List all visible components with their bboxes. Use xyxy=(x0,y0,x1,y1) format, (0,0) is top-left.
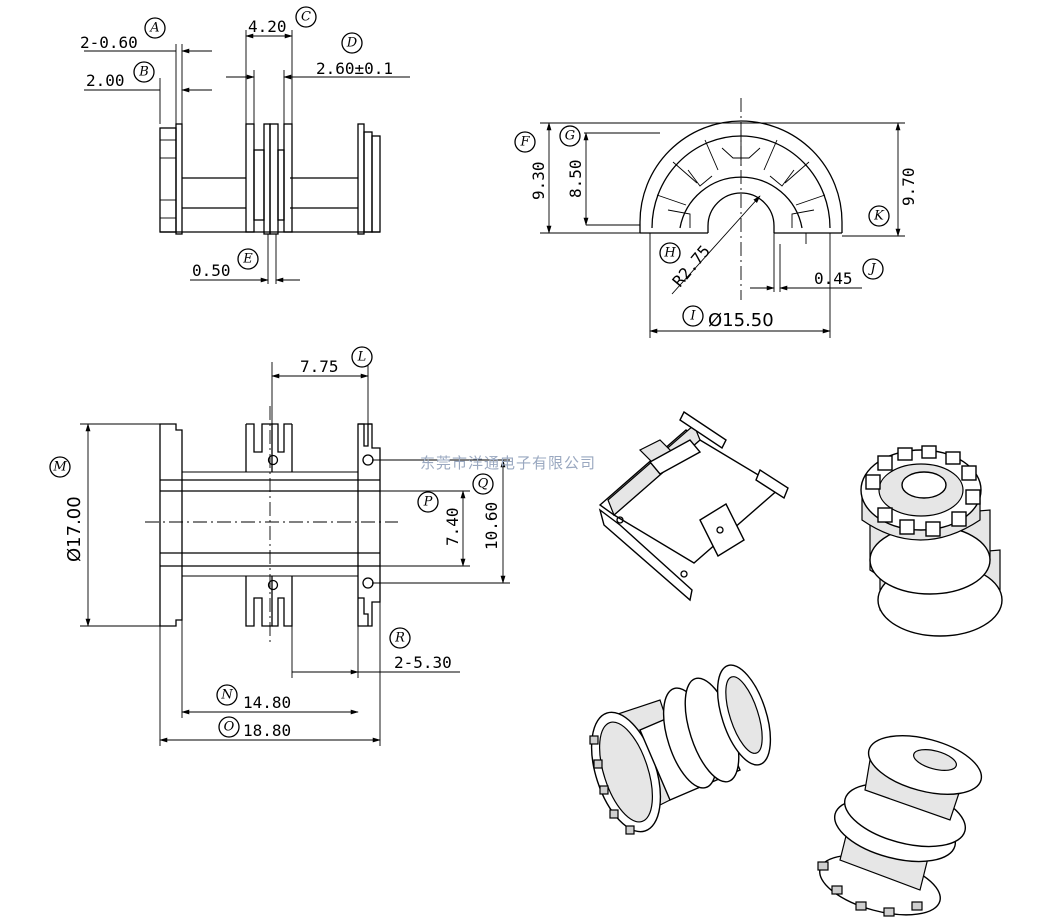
dim-g-text: 8.50 xyxy=(566,159,585,198)
dim-q-text: 10.60 xyxy=(482,502,501,550)
end-view-ribs xyxy=(656,130,826,228)
main-view-dimensions xyxy=(80,362,510,746)
tag-m: M xyxy=(49,456,71,478)
svg-text:R: R xyxy=(394,631,405,646)
tag-o: O xyxy=(218,716,240,738)
svg-text:G: G xyxy=(565,129,575,144)
side-view-dimensions xyxy=(84,30,410,284)
svg-text:D: D xyxy=(346,36,358,51)
end-view-dimensions xyxy=(540,122,905,338)
dim-e-text: 0.50 xyxy=(192,261,231,280)
dim-k-text: 9.70 xyxy=(899,167,918,206)
svg-text:Q: Q xyxy=(478,477,489,492)
svg-text:J: J xyxy=(867,262,876,277)
dimension-tags: A B C D E F G H I J K L M N O P Q R xyxy=(49,6,890,738)
tag-h: H xyxy=(659,242,681,264)
dim-o-text: 18.80 xyxy=(243,721,291,740)
svg-text:E: E xyxy=(242,252,253,267)
tag-i: I xyxy=(682,305,704,327)
bobbin-3d-render-4 xyxy=(817,735,983,917)
tag-p: P xyxy=(417,491,439,513)
tag-r: R xyxy=(389,627,411,649)
dimension-labels: 2-0.60 2.00 4.20 2.60±0.1 0.50 9.30 8.50… xyxy=(64,17,918,740)
svg-text:I: I xyxy=(689,309,696,324)
svg-text:A: A xyxy=(149,21,159,36)
dim-b-text: 2.00 xyxy=(86,71,125,90)
bobbin-3d-render-3 xyxy=(589,664,772,835)
end-view xyxy=(639,98,843,300)
dim-f-text: 9.30 xyxy=(529,161,548,200)
tag-g: G xyxy=(559,125,581,147)
dim-c-text: 4.20 xyxy=(248,17,287,36)
dim-p-text: 7.40 xyxy=(443,507,462,546)
dim-j-text: 0.45 xyxy=(814,269,853,288)
bobbin-3d-render-2 xyxy=(860,445,1003,637)
dim-l-text: 7.75 xyxy=(300,357,339,376)
tag-f: F xyxy=(514,131,536,153)
dim-n-text: 14.80 xyxy=(243,693,291,712)
dim-r-text: 2-5.30 xyxy=(394,653,452,672)
svg-text:O: O xyxy=(224,720,235,735)
svg-text:F: F xyxy=(519,135,530,150)
tag-d: D xyxy=(341,32,363,54)
dim-a-text: 2-0.60 xyxy=(80,33,138,52)
main-view xyxy=(145,406,398,642)
side-view xyxy=(159,123,381,240)
dim-m-text: Ø17.00 xyxy=(64,496,85,562)
svg-text:N: N xyxy=(220,688,233,703)
tag-n: N xyxy=(216,684,238,706)
svg-text:H: H xyxy=(663,246,676,261)
dim-d-text: 2.60±0.1 xyxy=(316,59,393,78)
bobbin-3d-render-1 xyxy=(598,410,789,602)
tag-q: Q xyxy=(472,473,494,495)
tag-b: B xyxy=(133,61,155,83)
tag-c: C xyxy=(295,6,317,28)
dim-i-text: Ø15.50 xyxy=(708,310,774,331)
svg-text:L: L xyxy=(357,350,367,365)
svg-text:B: B xyxy=(138,65,149,80)
tag-e: E xyxy=(237,248,259,270)
svg-text:P: P xyxy=(423,495,433,510)
company-watermark: 东莞市洋通电子有限公司 xyxy=(420,454,596,472)
tag-l: L xyxy=(351,346,373,368)
svg-text:M: M xyxy=(52,460,67,475)
tag-a: A xyxy=(144,17,166,39)
svg-text:K: K xyxy=(873,209,885,224)
svg-text:C: C xyxy=(301,10,311,25)
tag-j: J xyxy=(862,258,884,280)
tag-k: K xyxy=(868,205,890,227)
